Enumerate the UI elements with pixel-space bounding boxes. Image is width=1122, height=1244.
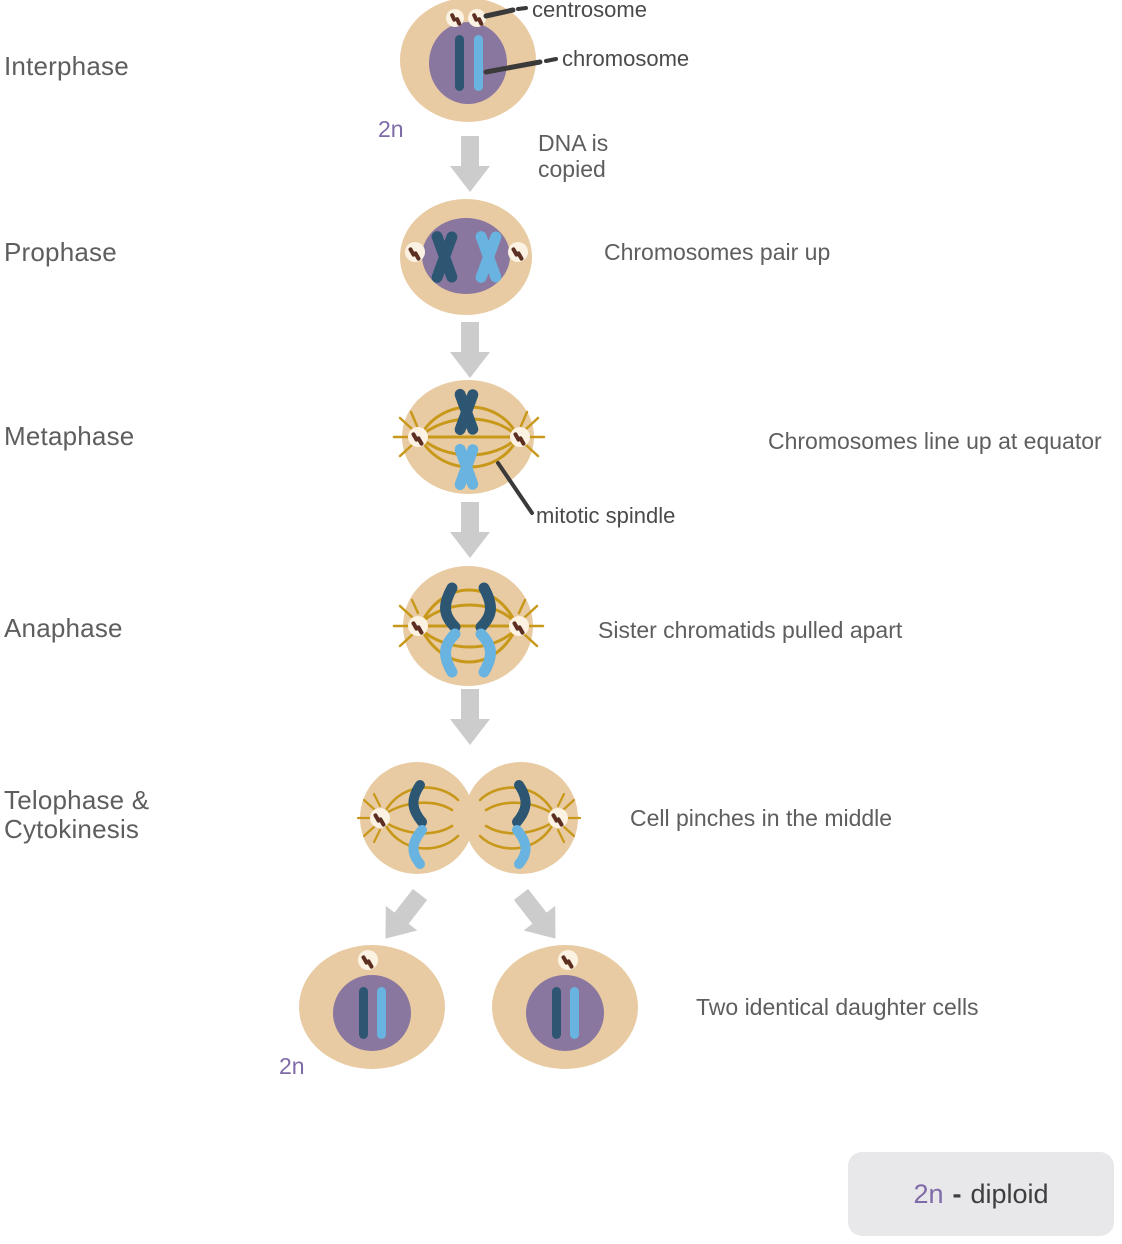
phase-label-interphase: Interphase: [4, 51, 129, 81]
cell-prophase: [400, 199, 532, 315]
chromosome-x-dark-prophase: [431, 231, 458, 283]
cell-telophase-cytokinesis: [356, 762, 582, 874]
legend-content: 2n - diploid: [913, 1179, 1048, 1210]
centrosome-telophase-right: [548, 808, 568, 828]
centrosome-daughter-left: [358, 950, 378, 970]
description-daughter-cells: Two identical daughter cells: [696, 994, 979, 1020]
chromosome-x-light-prophase: [475, 231, 502, 283]
arrow-prophase-to-metaphase: [450, 322, 490, 378]
description-metaphase: Chromosomes line up at equator: [768, 428, 1102, 454]
centrosome-left-metaphase: [408, 427, 428, 447]
chromatids-light-anaphase: [440, 628, 496, 678]
cell-anaphase: [392, 566, 545, 686]
phase-label-metaphase: Metaphase: [4, 421, 135, 451]
phase-label-anaphase: Anaphase: [4, 613, 123, 643]
legend-symbol: 2n: [913, 1178, 944, 1209]
arrow-label-dna-copied: DNA is copied: [538, 130, 609, 183]
callout-chromosome: chromosome: [562, 46, 690, 71]
chromosome-pair-interphase: [455, 35, 483, 91]
phase-label-prophase: Prophase: [4, 237, 117, 267]
arrow-interphase-to-prophase: [450, 136, 490, 192]
chromatids-telophase-left: [408, 780, 427, 869]
cell-metaphase: [392, 380, 546, 494]
chromosome-x-dark-metaphase: [454, 388, 479, 436]
callout-centrosome: centrosome: [532, 0, 647, 22]
centrosome-right-anaphase: [509, 616, 529, 636]
leader-line-centrosome: [483, 6, 528, 19]
arrow-telophase-to-daughter-left: [369, 882, 436, 951]
arrow-anaphase-to-telophase: [450, 689, 490, 745]
centrosome-right-prophase: [508, 242, 528, 262]
centrosome-right-metaphase: [510, 427, 530, 447]
centrosome-daughter-right: [558, 950, 578, 970]
cell-daughter-right: [492, 945, 638, 1069]
chromatids-telophase-right: [512, 780, 531, 869]
legend-dash: -: [952, 1178, 962, 1209]
callout-mitotic-spindle: mitotic spindle: [536, 503, 676, 528]
phase-label-telophase-cytokinesis: Telophase & Cytokinesis: [4, 785, 150, 845]
chromosome-x-light-metaphase: [454, 443, 479, 491]
arrow-metaphase-to-anaphase: [450, 502, 490, 558]
legend-box: 2n - diploid: [848, 1152, 1114, 1236]
mitotic-spindle-anaphase: [392, 588, 545, 664]
cell-interphase: [400, 0, 536, 122]
centrosome-pair-interphase: [446, 9, 486, 27]
description-telophase: Cell pinches in the middle: [630, 805, 893, 831]
centrosome-telophase-left: [370, 808, 390, 828]
description-anaphase: Sister chromatids pulled apart: [598, 617, 903, 643]
ploidy-label-daughter: 2n: [279, 1053, 305, 1079]
chromatids-dark-anaphase: [440, 582, 496, 633]
leader-line-mitotic-spindle: [496, 461, 534, 515]
centrosome-left-anaphase: [408, 616, 428, 636]
arrow-telophase-to-daughter-right: [505, 882, 572, 951]
cell-daughter-left: [299, 945, 445, 1069]
ploidy-label-interphase: 2n: [378, 116, 404, 142]
leader-line-chromosome: [483, 57, 558, 75]
description-prophase: Chromosomes pair up: [604, 239, 831, 265]
centrosome-left-prophase: [405, 242, 425, 262]
legend-term: diploid: [970, 1178, 1049, 1209]
